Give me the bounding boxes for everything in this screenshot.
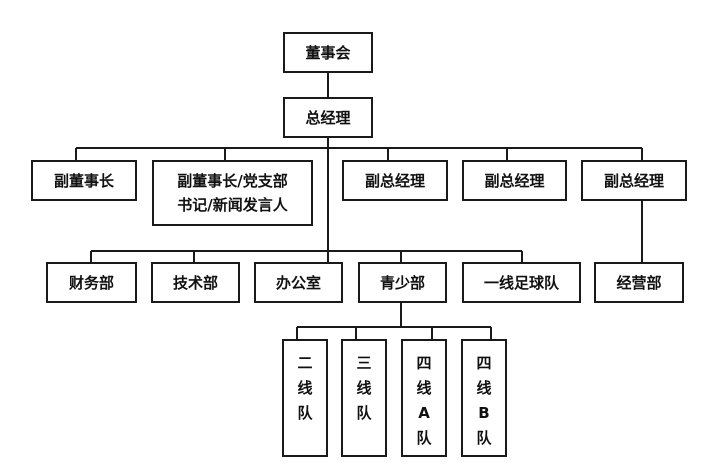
char: 队 (476, 429, 492, 447)
char: 四 (476, 354, 492, 372)
youth-dept-box: 青少部 (358, 262, 447, 303)
label: 副总经理 (484, 171, 545, 190)
char: 线 (416, 379, 432, 397)
technical-dept-box: 技术部 (151, 262, 240, 303)
label: 技术部 (172, 273, 218, 292)
label-line1: 副董事长/党支部 (177, 172, 288, 190)
vice-gm-box-1: 副总经理 (342, 160, 448, 201)
fourth-team-b-box: 四 线 B 队 (461, 339, 507, 457)
finance-dept-box: 财务部 (46, 262, 137, 303)
vice-gm-box-3: 副总经理 (581, 160, 687, 201)
char: B (478, 404, 490, 422)
marketing-dept-box: 经营部 (594, 262, 684, 303)
label: 一线足球队 (483, 273, 559, 292)
board-label: 董事会 (305, 43, 351, 62)
char: 四 (416, 354, 432, 372)
label: 副总经理 (364, 171, 425, 190)
char: 线 (356, 379, 372, 397)
char: 队 (356, 404, 372, 422)
char: 三 (356, 354, 372, 372)
char: 线 (476, 379, 492, 397)
vice-gm-box-2: 副总经理 (462, 160, 567, 201)
char: 队 (416, 429, 432, 447)
char: 二 (297, 354, 313, 372)
fourth-team-a-box: 四 线 A 队 (401, 339, 447, 457)
second-team-box: 二 线 队 (282, 339, 328, 457)
char: 线 (297, 379, 313, 397)
label: 青少部 (379, 273, 425, 292)
label: 副总经理 (603, 171, 664, 190)
label: 办公室 (275, 273, 321, 292)
first-team-box: 一线足球队 (462, 262, 581, 303)
office-box: 办公室 (254, 262, 343, 303)
gm-label: 总经理 (305, 108, 351, 127)
label-line2: 书记/新闻发言人 (177, 196, 288, 214)
board-box: 董事会 (283, 32, 373, 73)
char: 队 (297, 404, 313, 422)
vice-chairman-box: 副董事长 (31, 160, 137, 201)
label: 经营部 (616, 273, 662, 292)
label: 财务部 (68, 273, 114, 292)
label: 副董事长 (53, 171, 114, 190)
third-team-box: 三 线 队 (341, 339, 387, 457)
gm-box: 总经理 (283, 97, 373, 138)
char: A (418, 404, 430, 422)
vice-chairman-party-secretary-box: 副董事长/党支部 书记/新闻发言人 (152, 160, 313, 226)
